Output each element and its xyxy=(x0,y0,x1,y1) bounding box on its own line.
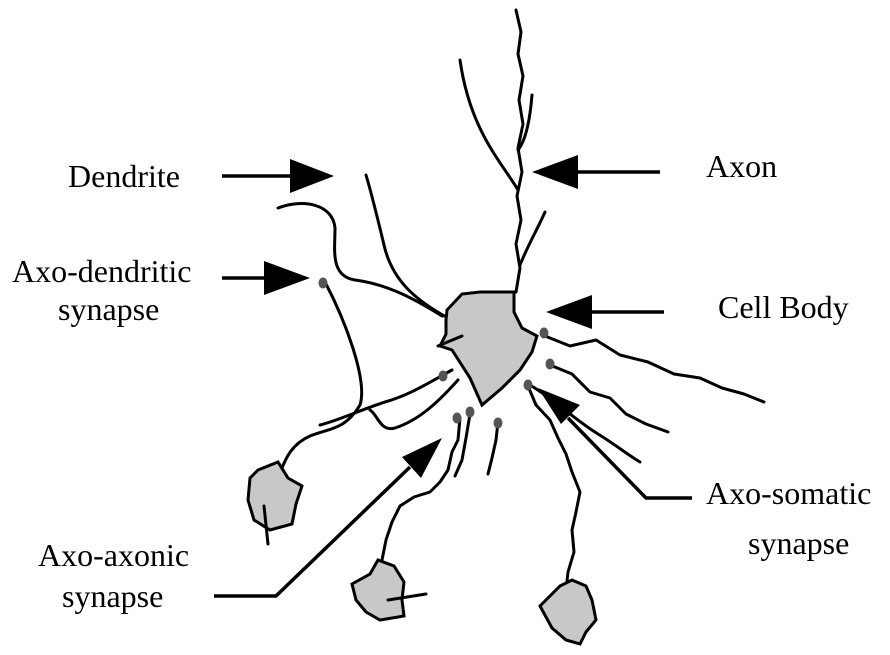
label-axon: Axon xyxy=(706,148,777,184)
axon-bottom-center xyxy=(488,422,498,474)
axo-dendritic-axon xyxy=(282,282,362,468)
synapse-knob-somatic-mid xyxy=(546,359,555,370)
axon-branch-right xyxy=(520,212,545,265)
synapse-knob-somatic-upper xyxy=(540,328,549,339)
axon-arrow xyxy=(532,155,660,189)
cell-lower-left xyxy=(248,462,302,530)
axo-axonic-axon xyxy=(382,418,460,560)
main-cell-body xyxy=(440,292,537,405)
synapse-knob-axo-axonic-2 xyxy=(466,407,475,418)
label-axo-somatic-line1: Axo-somatic xyxy=(706,475,871,511)
synapse-knob-bottom xyxy=(494,418,503,429)
synapse-knob-axo-axonic-1 xyxy=(453,413,462,424)
label-axo-somatic-line2: synapse xyxy=(748,525,849,561)
axon-branch-left xyxy=(460,60,518,190)
axo-dendritic-arrow xyxy=(222,261,310,295)
label-axo-dendritic-line1: Axo-dendritic xyxy=(12,253,192,289)
label-axo-dendritic-line2: synapse xyxy=(58,291,159,327)
synapse-knob-somatic-lower xyxy=(524,380,533,391)
label-dendrite: Dendrite xyxy=(68,158,180,194)
axo-axonic-arrow xyxy=(214,438,442,596)
label-pointers xyxy=(214,155,692,596)
synapse-knob-axo-dendritic xyxy=(319,278,328,289)
label-cell-body: Cell Body xyxy=(718,289,849,325)
cell-bottom-right xyxy=(540,580,596,644)
neuron-processes xyxy=(278,10,764,590)
cell-body-arrow xyxy=(546,295,664,329)
dendrite-right-2 xyxy=(550,365,668,432)
label-axo-axonic-line2: synapse xyxy=(62,578,163,614)
label-axo-axonic-line1: Axo-axonic xyxy=(38,537,189,573)
cell-bottom-left xyxy=(352,560,404,620)
synapse-knob-left xyxy=(439,371,448,382)
dendrite-lower-left-2 xyxy=(370,380,458,429)
dendrite-arrow xyxy=(222,159,334,193)
dendrite-right-1 xyxy=(545,336,764,402)
dendrite-lower-left-1 xyxy=(320,370,452,425)
